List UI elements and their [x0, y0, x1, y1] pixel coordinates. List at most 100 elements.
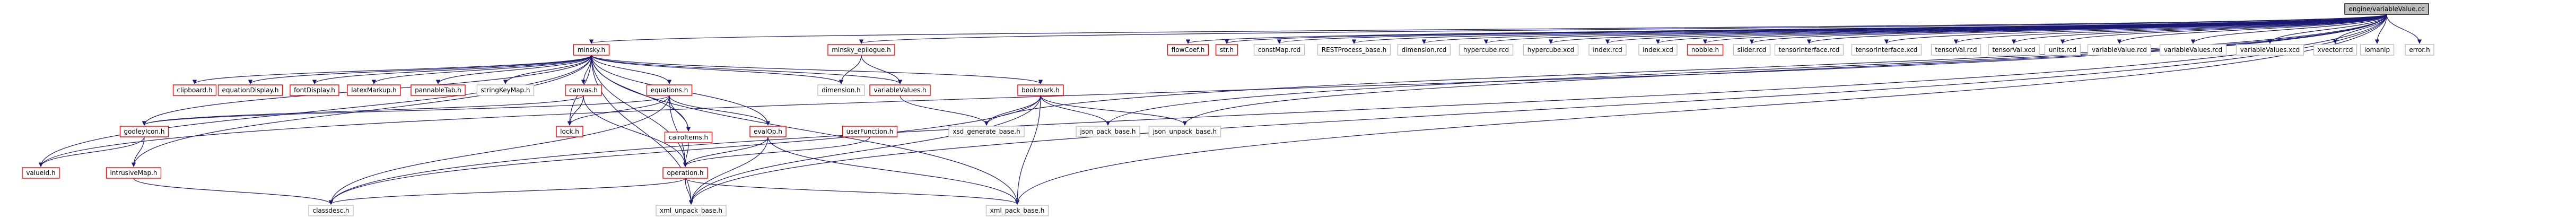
node-label: canvas.h: [569, 86, 598, 94]
node-box: [662, 167, 708, 179]
node-label: engine/variableValue.cc: [2348, 5, 2424, 13]
node-canvas-h[interactable]: canvas.h: [565, 84, 602, 96]
node-json-pack-base-h[interactable]: json_pack_base.h: [1076, 126, 1140, 137]
edge-godleyicon-h-to-intrusivemap-h: [131, 136, 145, 167]
node-variablevalue-rcd[interactable]: variableValue.rcd: [2087, 44, 2152, 56]
node-stringkeymap-h[interactable]: stringKeyMap.h: [476, 84, 535, 96]
node-xml-unpack-base-h[interactable]: xml_unpack_base.h: [656, 205, 727, 216]
node-variablevalues-xcd[interactable]: variableValues.xcd: [2236, 44, 2304, 56]
edge-intrusivemap-h-to-classdesc-h: [133, 178, 334, 205]
node-xsd-generate-base-h[interactable]: xsd_generate_base.h: [948, 126, 1025, 137]
node-box: [827, 44, 895, 56]
node-equations-h[interactable]: equations.h: [646, 84, 693, 96]
edge-minsky-h-to-bookmark-h: [591, 55, 1043, 84]
edge-root-to-iomanip: [2374, 14, 2387, 44]
node-box: [1017, 84, 1064, 96]
node-dimension-rcd[interactable]: dimension.rcd: [1397, 44, 1451, 56]
node-xml-pack-base-h[interactable]: xml_pack_base.h: [985, 205, 1049, 216]
edge-root-to-xml-unpack-base-h: [688, 14, 2387, 205]
node-box: [2313, 44, 2357, 56]
node-userfunction-h[interactable]: userFunction.h: [842, 126, 898, 137]
edge-minsky-h-to-operation-h: [591, 55, 688, 167]
edge-evalop-h-to-xml-unpack-base-h: [688, 136, 769, 205]
node-label: tensorVal.xcd: [1992, 46, 2035, 54]
node-dimension-h[interactable]: dimension.h: [817, 84, 865, 96]
node-minsky-epilogue-h[interactable]: minsky_epilogue.h: [827, 44, 895, 56]
node-restprocess-base-h[interactable]: RESTProcess_base.h: [1317, 44, 1391, 56]
node-slider-rcd[interactable]: slider.rcd: [1733, 44, 1771, 56]
edge-minsky-h-to-pannabletab-h: [435, 55, 592, 84]
node-pannabletab-h[interactable]: pannableTab.h: [411, 84, 466, 96]
edge-root-to-xsd-generate-base-h: [984, 14, 2387, 126]
node-label: units.rcd: [2049, 46, 2076, 54]
node-valueid-h[interactable]: valueId.h: [22, 167, 60, 179]
node-intrusivemap-h[interactable]: intrusiveMap.h: [106, 167, 162, 179]
node-classdesc-h[interactable]: classdesc.h: [308, 205, 354, 216]
node-minsky-h[interactable]: minsky.h: [573, 44, 610, 56]
node-units-rcd[interactable]: units.rcd: [2044, 44, 2081, 56]
node-flowcoef-h[interactable]: flowCoef.h: [1167, 44, 1209, 56]
node-hypercube-xcd[interactable]: hypercube.xcd: [1523, 44, 1579, 56]
edge-canvas-h-to-operation-h: [583, 95, 688, 167]
node-box: [948, 126, 1025, 137]
node-bookmark-h[interactable]: bookmark.h: [1017, 84, 1064, 96]
node-error-h[interactable]: error.h: [2405, 44, 2434, 56]
node-equationdisplay-h[interactable]: equationDisplay.h: [217, 84, 283, 96]
node-cairoitems-h[interactable]: cairoItems.h: [664, 132, 713, 143]
edge-godleyicon-h-to-valueid-h: [38, 136, 145, 167]
edge-root-to-tensorval-xcd: [2012, 14, 2387, 44]
node-label: slider.rcd: [1737, 46, 1766, 54]
node-label: valueId.h: [26, 169, 55, 177]
node-evalop-h[interactable]: evalOp.h: [749, 126, 787, 137]
node-clipboard-h[interactable]: clipboard.h: [172, 84, 217, 96]
edge-bookmark-h-to-xsd-generate-base-h: [984, 95, 1041, 126]
node-label: tensorVal.rcd: [1935, 46, 1977, 54]
node-json-unpack-base-h[interactable]: json_unpack_base.h: [1148, 126, 1221, 137]
edge-equations-h-to-lock-h: [567, 95, 670, 126]
node-index-rcd[interactable]: index.rcd: [1588, 44, 1627, 56]
node-box: [1638, 44, 1678, 56]
node-label: index.xcd: [1643, 46, 1673, 54]
node-tensorinterface-xcd[interactable]: tensorInterface.xcd: [1851, 44, 1922, 56]
node-nobble-h[interactable]: nobble.h: [1687, 44, 1724, 56]
node-box: [119, 126, 169, 137]
node-operation-h[interactable]: operation.h: [662, 167, 708, 179]
node-str-h[interactable]: str.h: [1215, 44, 1238, 56]
node-label: variableValues.xcd: [2240, 46, 2300, 54]
node-label: equations.h: [651, 86, 688, 94]
node-box: [1167, 44, 1209, 56]
node-box: [565, 84, 602, 96]
node-label: hypercube.xcd: [1527, 46, 1575, 54]
node-label: xml_unpack_base.h: [660, 207, 722, 214]
node-label: pannableTab.h: [415, 86, 461, 94]
node-tensorval-rcd[interactable]: tensorVal.rcd: [1931, 44, 1981, 56]
edge-root-to-tensorval-rcd: [1954, 14, 2387, 44]
node-tensorval-xcd[interactable]: tensorVal.xcd: [1988, 44, 2040, 56]
node-box: [1459, 44, 1514, 56]
node-lock-h[interactable]: lock.h: [556, 126, 583, 137]
node-tensorinterface-rcd[interactable]: tensorInterface.rcd: [1774, 44, 1844, 56]
edge-minsky-h-to-clipboard-h: [193, 55, 592, 84]
node-index-xcd[interactable]: index.xcd: [1638, 44, 1678, 56]
node-box: [2344, 3, 2429, 15]
node-latexmarkup-h[interactable]: latexMarkup.h: [347, 84, 401, 96]
edge-root-to-units-rcd: [2060, 14, 2387, 44]
edge-root-to-variablevalue-rcd: [2117, 14, 2387, 44]
node-label: lock.h: [560, 128, 579, 135]
node-variablevalues-h[interactable]: variableValues.h: [869, 84, 931, 96]
edge-equations-h-to-evalop-h: [669, 95, 771, 126]
node-xvector-rcd[interactable]: xvector.rcd: [2313, 44, 2357, 56]
node-fontdisplay-h[interactable]: fontDisplay.h: [290, 84, 339, 96]
node-label: cairoItems.h: [669, 134, 708, 141]
node-box: [1215, 44, 1238, 56]
node-constmap-rcd[interactable]: constMap.rcd: [1253, 44, 1305, 56]
node-label: minsky.h: [578, 46, 605, 54]
node-godleyicon-h[interactable]: godleyIcon.h: [119, 126, 169, 137]
node-box: [1774, 44, 1844, 56]
edge-equations-h-to-godleyicon-h: [142, 95, 670, 126]
node-iomanip[interactable]: iomanip: [2360, 44, 2395, 56]
node-hypercube-rcd[interactable]: hypercube.rcd: [1459, 44, 1514, 56]
node-box: [869, 84, 931, 96]
node-variablevalues-rcd[interactable]: variableValues.rcd: [2159, 44, 2227, 56]
